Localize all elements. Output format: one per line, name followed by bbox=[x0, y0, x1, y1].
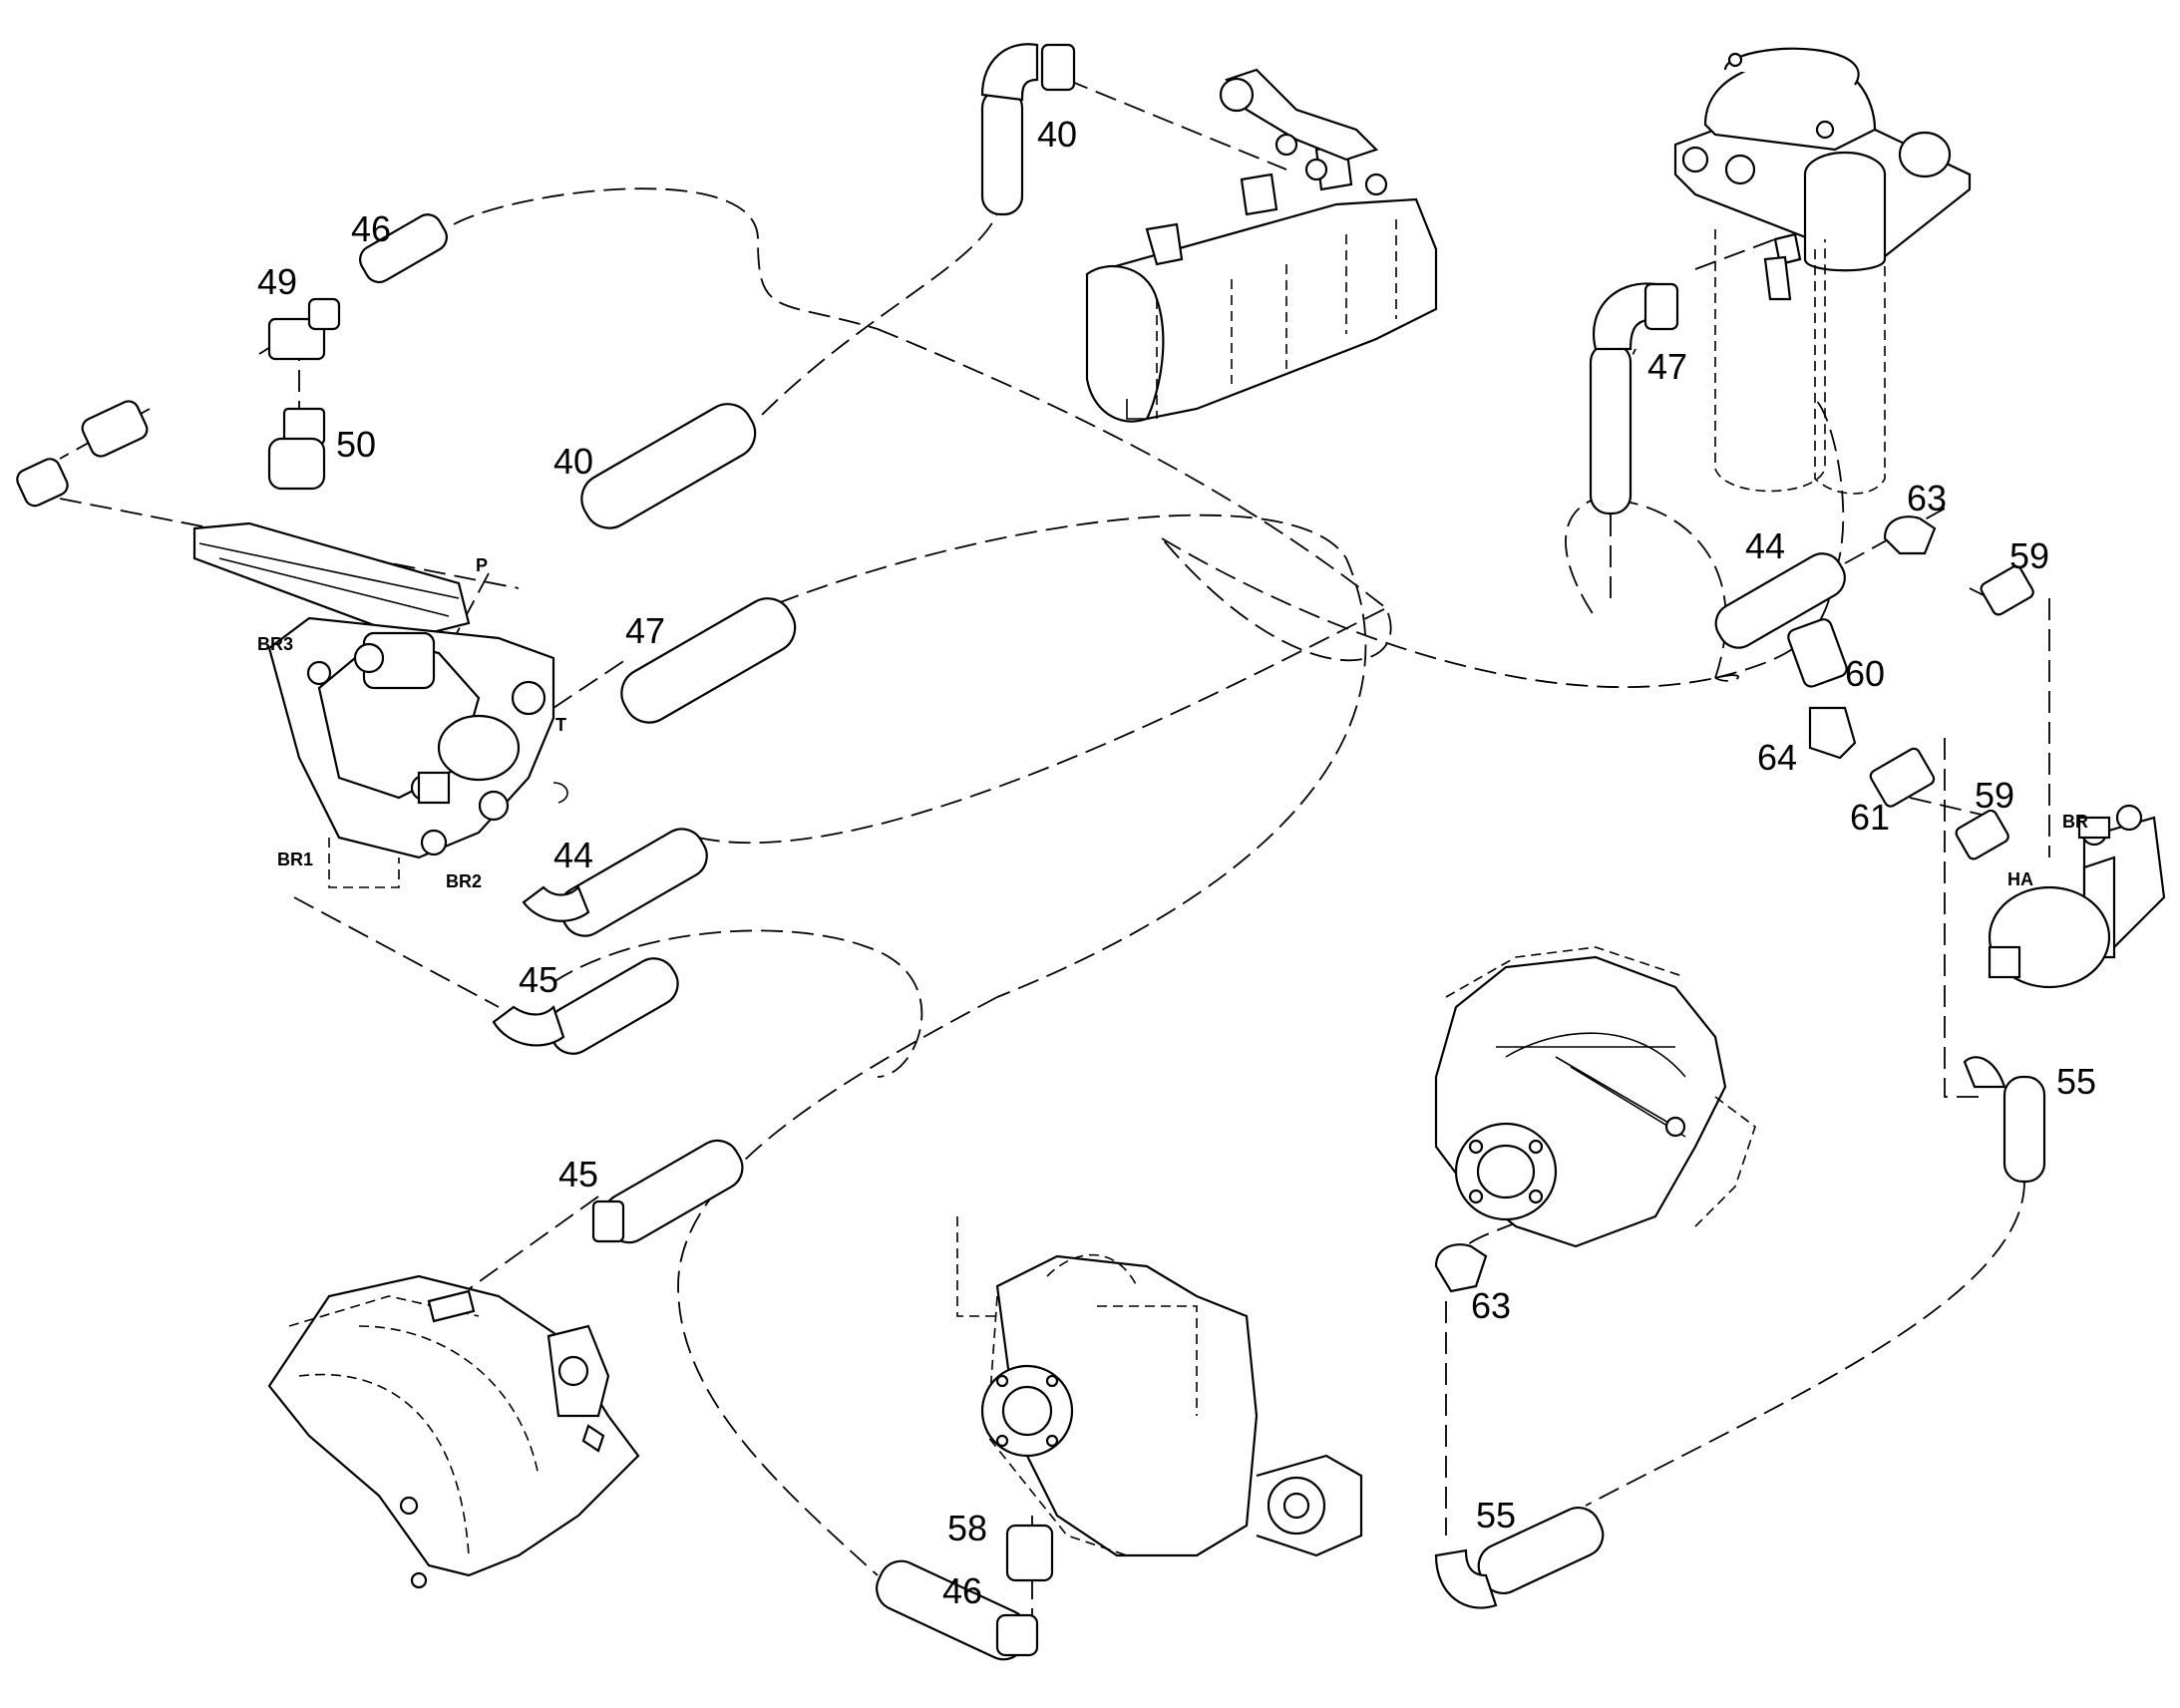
callout-55-lower: 55 bbox=[1476, 1495, 1516, 1536]
port-label-br: BR bbox=[2062, 812, 2088, 832]
callout-60: 60 bbox=[1845, 653, 1885, 694]
callout-47-right: 47 bbox=[1647, 346, 1687, 387]
callout-44-right: 44 bbox=[1745, 525, 1785, 566]
callout-45-lower: 45 bbox=[558, 1154, 598, 1195]
port-labels: P T BR3 BR1 BR2 BR HA bbox=[257, 555, 2088, 891]
callout-47-left: 47 bbox=[625, 610, 665, 651]
port-label-p: P bbox=[476, 555, 488, 575]
callout-numbers: 40 40 46 46 49 50 40 47 47 44 44 45 45 6… bbox=[257, 114, 2096, 1611]
brake-valve-block bbox=[1988, 804, 2166, 989]
port-label-ha: HA bbox=[2007, 869, 2033, 889]
port-label-br1: BR1 bbox=[277, 850, 313, 869]
callout-50: 50 bbox=[336, 424, 376, 465]
callout-49: 49 bbox=[257, 261, 297, 302]
transmission-housing bbox=[267, 1274, 640, 1589]
brake-valve-unit bbox=[192, 521, 568, 888]
hose-40-upper bbox=[980, 88, 1024, 216]
port-label-br3: BR3 bbox=[257, 634, 293, 654]
callout-59-upper: 59 bbox=[2009, 535, 2049, 576]
callout-55-upper: 55 bbox=[2056, 1061, 2096, 1102]
filter-reservoir bbox=[1673, 47, 1972, 495]
callout-63-lower: 63 bbox=[1471, 1285, 1511, 1326]
hydraulic-pump bbox=[1085, 68, 1438, 423]
rear-axle-housing bbox=[956, 1216, 1363, 1557]
callout-61: 61 bbox=[1850, 797, 1890, 838]
callout-58: 58 bbox=[947, 1508, 987, 1548]
front-axle-housing bbox=[1434, 946, 1756, 1248]
callout-46-bottom: 46 bbox=[942, 1570, 982, 1611]
callout-40-top: 40 bbox=[1037, 114, 1077, 155]
callout-63-upper: 63 bbox=[1907, 478, 1947, 518]
hoses-and-fittings bbox=[16, 43, 2046, 1661]
callout-44-left: 44 bbox=[553, 835, 593, 875]
callout-59-lower: 59 bbox=[1975, 775, 2014, 816]
callout-46-top: 46 bbox=[351, 208, 391, 249]
callout-64: 64 bbox=[1757, 737, 1797, 778]
port-label-t: T bbox=[555, 715, 566, 735]
port-label-br2: BR2 bbox=[446, 871, 482, 891]
callout-40-middle: 40 bbox=[553, 441, 593, 482]
callout-45-upper: 45 bbox=[519, 959, 558, 1000]
